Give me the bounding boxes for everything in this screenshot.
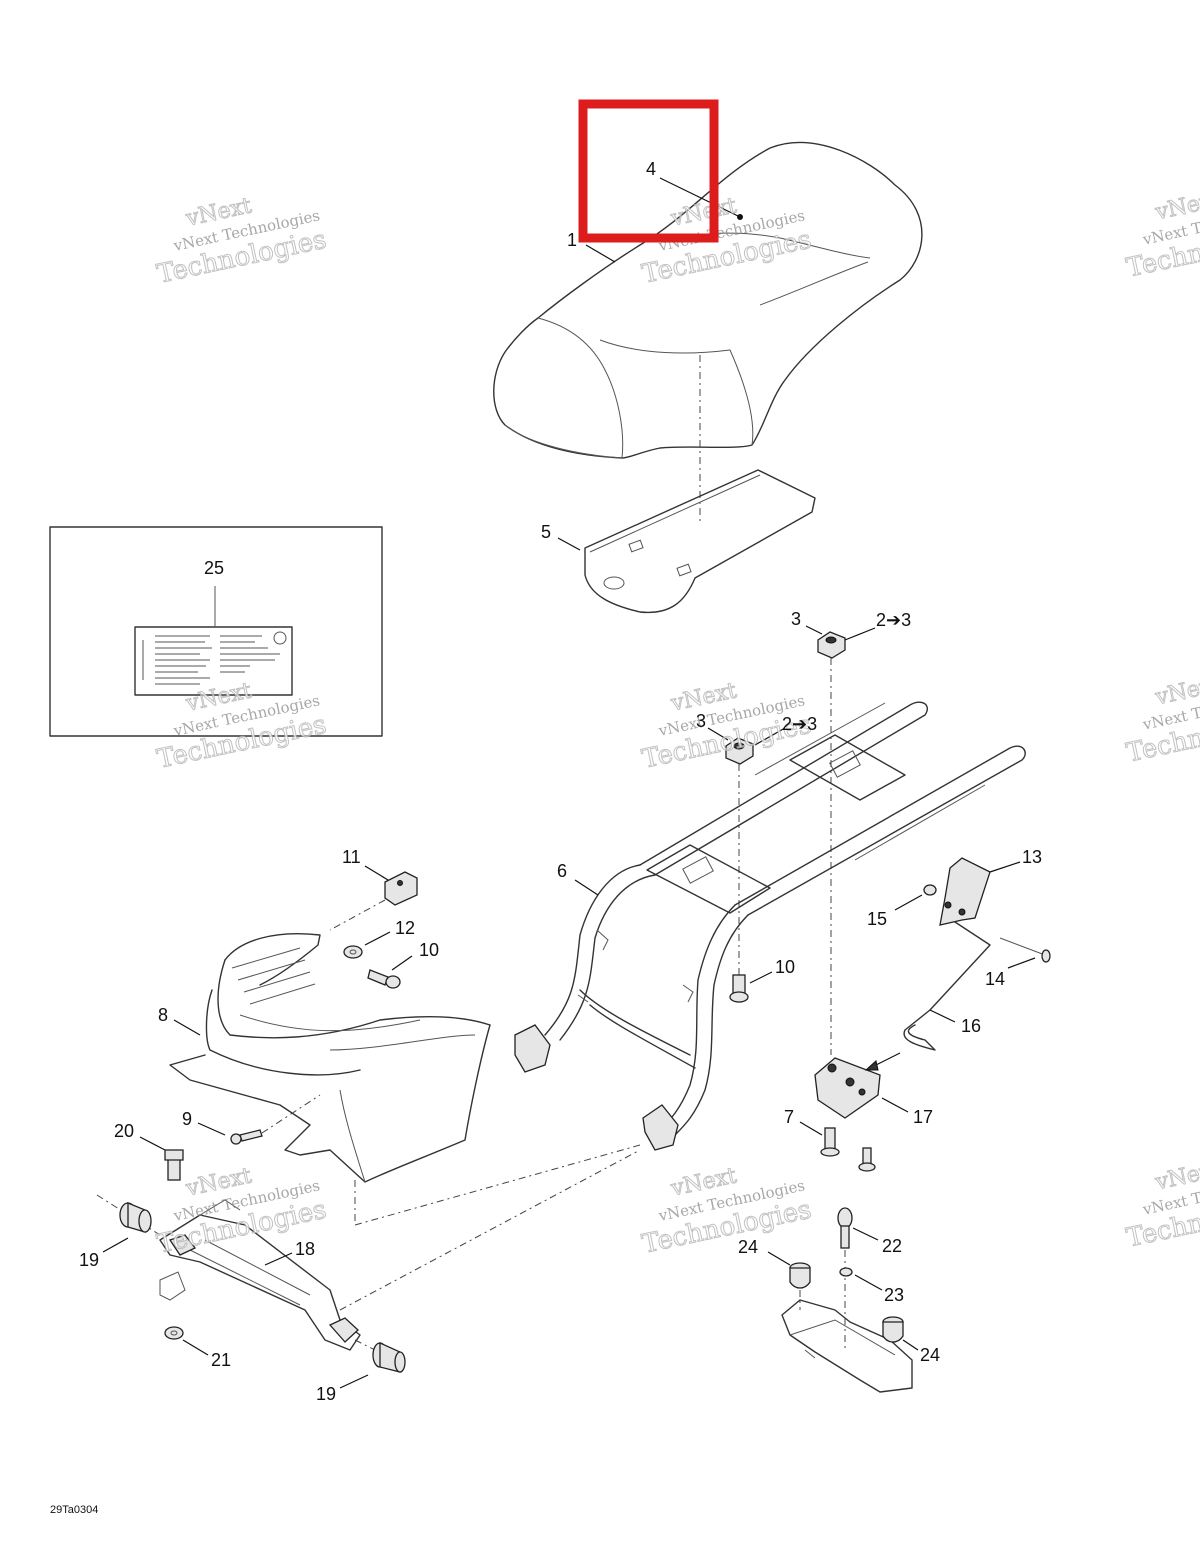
callouts: 1 4 5 25 3 2➔3 3 2➔3 6 11 12 10 10 13 15… (79, 159, 1042, 1404)
nut-part-23 (839, 1267, 853, 1277)
callout-21: 21 (211, 1350, 231, 1370)
bumper-part-24b (882, 1316, 904, 1343)
bolt-part-10b (729, 974, 749, 1003)
screw-parts-7 (820, 1127, 876, 1172)
callout-7: 7 (784, 1107, 794, 1127)
seat-base-part (584, 469, 816, 614)
callout-3-lower: 3 (696, 711, 706, 731)
callout-9: 9 (182, 1109, 192, 1129)
bumper-part-24a (789, 1262, 811, 1310)
pin-part (999, 937, 1051, 963)
washer-part (923, 884, 937, 896)
bushing-part-19b (372, 1341, 406, 1373)
rod-part (903, 921, 991, 1051)
bracket-part-11 (329, 871, 418, 931)
callout-17: 17 (913, 1107, 933, 1127)
bolt-part-10a (367, 969, 401, 989)
washer-part-21 (164, 1326, 184, 1340)
callout-5: 5 (541, 522, 551, 542)
callout-13: 13 (1022, 847, 1042, 867)
callout-2-3-upper: 2➔3 (876, 610, 911, 630)
beam-part (96, 1144, 641, 1356)
callout-10-left: 10 (419, 940, 439, 960)
frame-part (514, 701, 1026, 1151)
drawing-code: 29Ta0304 (50, 1504, 98, 1516)
bolt-part-20 (164, 1149, 184, 1181)
hinge-part (939, 857, 991, 926)
callout-20: 20 (114, 1121, 134, 1141)
callout-8: 8 (158, 1005, 168, 1025)
latch-part (814, 1052, 901, 1119)
decal-text-lines (142, 631, 287, 685)
callout-3-upper: 3 (791, 609, 801, 629)
callout-19-left: 19 (79, 1250, 99, 1270)
callout-25: 25 (204, 558, 224, 578)
decal-inset (49, 526, 383, 737)
callout-4: 4 (646, 159, 656, 179)
watermarks: vNext vNext Technologies Technologies vN… (154, 187, 1200, 1261)
callout-15: 15 (867, 909, 887, 929)
highlight-box (578, 99, 719, 243)
callout-16: 16 (961, 1016, 981, 1036)
front-support-part (169, 933, 491, 1183)
callout-23: 23 (884, 1285, 904, 1305)
bumper-block-part (781, 1299, 913, 1393)
callout-14: 14 (985, 969, 1005, 989)
callout-2-3-lower: 2➔3 (782, 714, 817, 734)
nut-part-upper (817, 631, 846, 1055)
screw-part-9 (230, 1094, 321, 1145)
leader-lines (102, 177, 1036, 1389)
callout-24-left: 24 (738, 1237, 758, 1257)
callout-18: 18 (295, 1239, 315, 1259)
callout-6: 6 (557, 861, 567, 881)
bushing-part-19a (119, 1202, 152, 1233)
callout-10-right: 10 (775, 957, 795, 977)
callout-12: 12 (395, 918, 415, 938)
stud-part-22 (837, 1207, 853, 1350)
callout-22: 22 (882, 1236, 902, 1256)
callout-24-right: 24 (920, 1345, 940, 1365)
washer-part-12 (343, 945, 363, 959)
nut-part-lower (725, 737, 754, 975)
callout-1: 1 (567, 230, 577, 250)
callout-19-right: 19 (316, 1384, 336, 1404)
callout-11: 11 (342, 847, 361, 867)
